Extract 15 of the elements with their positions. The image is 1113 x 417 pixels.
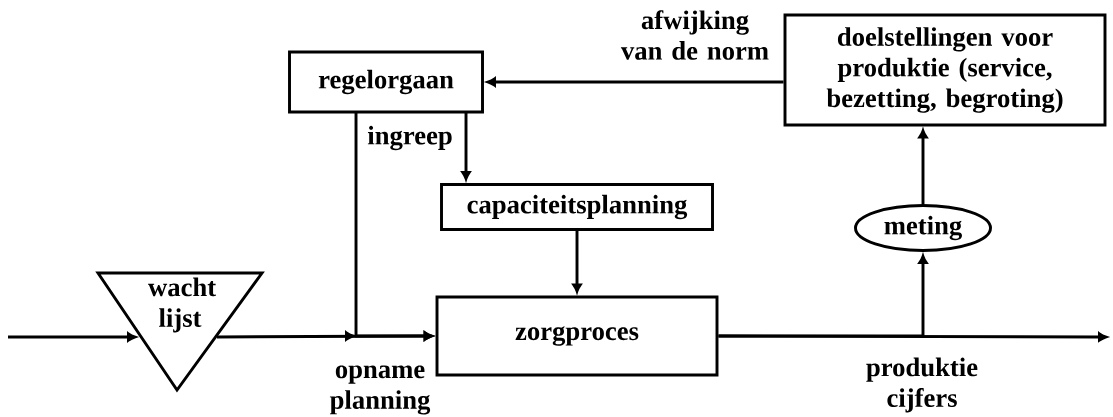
edge-label: produktie cijfers xyxy=(866,357,978,413)
edge-label: opname planning xyxy=(329,365,431,415)
edge-label: afwijking van de norm xyxy=(620,10,769,60)
arrow xyxy=(217,331,433,341)
edge-label: ingreep xyxy=(367,125,452,151)
arrow xyxy=(718,254,928,338)
arrow xyxy=(918,129,928,205)
process-box: zorgproces xyxy=(435,295,719,377)
arrow xyxy=(572,230,582,293)
goal-box: doelstellingen voor produktie (service, bezetting, begroting) xyxy=(783,13,1107,127)
process-box: capaciteitsplanning xyxy=(440,183,714,231)
arrow xyxy=(8,332,137,342)
arrow xyxy=(486,77,784,87)
arrow xyxy=(461,112,471,181)
process-box: regelorgaan xyxy=(288,50,484,114)
